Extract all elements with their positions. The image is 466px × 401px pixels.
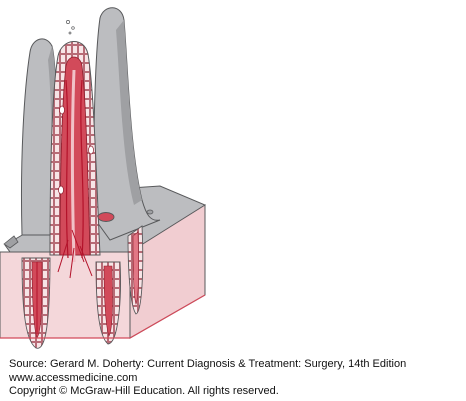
crypt-center-lumen: [103, 265, 113, 337]
credit-block: Source: Gerard M. Doherty: Current Diagn…: [9, 358, 459, 399]
goblet-cell: [59, 105, 65, 115]
mucus-droplet: [71, 26, 75, 30]
villus-right-shadow: [116, 20, 142, 205]
goblet-cell: [58, 185, 64, 195]
crypt-side-lumen: [132, 231, 139, 305]
surface-fragment: [3, 235, 19, 249]
crypt-opening: [97, 212, 115, 222]
mucus-droplet: [66, 20, 70, 24]
central-vessel: [71, 69, 76, 263]
capillary-1: [65, 79, 69, 259]
credit-website: www.accessmedicine.com: [9, 371, 138, 384]
intestinal-villi-illustration: [0, 7, 206, 349]
credit-copyright: Copyright © McGraw-Hill Education. All r…: [9, 385, 279, 397]
goblet-cell: [88, 145, 94, 155]
mucus-droplet: [68, 31, 72, 35]
capillary-2: [80, 79, 84, 259]
crypt-opening-small: [146, 209, 154, 215]
capillary-branches: [57, 229, 93, 279]
submucosa-edge: [0, 294, 206, 339]
credit-source: Source: Gerard M. Doherty: Current Diagn…: [9, 358, 407, 370]
